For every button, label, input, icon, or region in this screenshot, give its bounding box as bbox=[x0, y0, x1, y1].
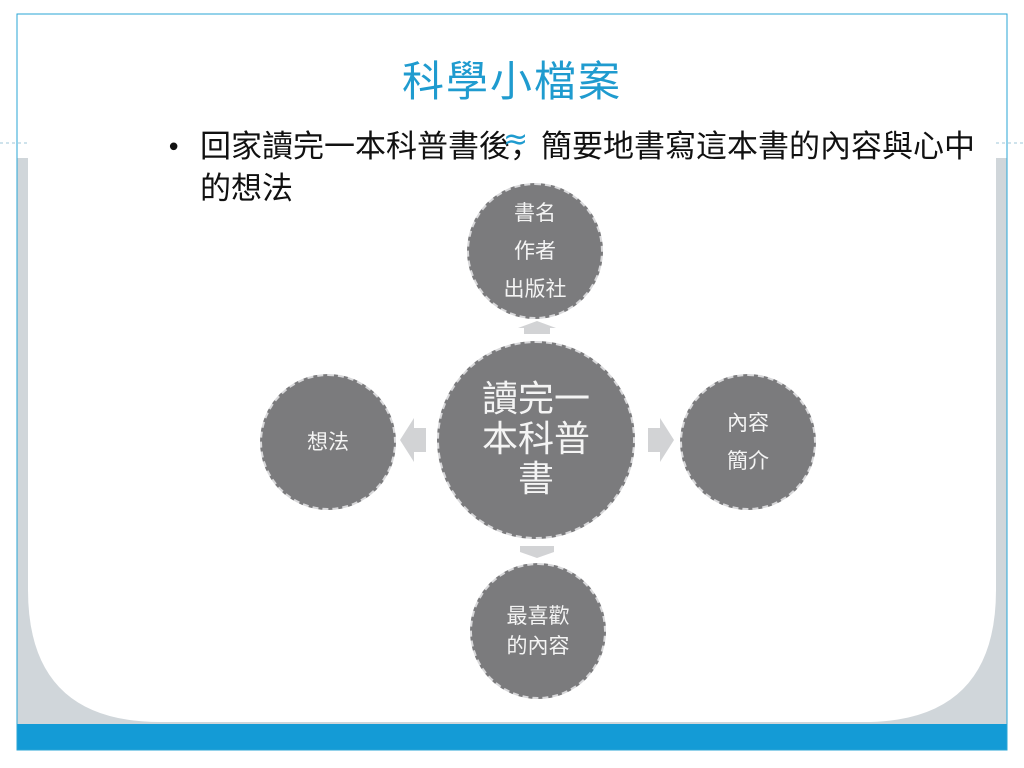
arrow-right bbox=[648, 418, 674, 462]
decor-swirl-icon: ≈ bbox=[503, 122, 529, 157]
slide-frame bbox=[16, 13, 1008, 751]
bullet-item: • 回家讀完一本科普書後，簡要地書寫這本書的內容與心中的想法 bbox=[166, 126, 996, 210]
node-bottom-label: 最喜歡 的內容 bbox=[506, 604, 570, 658]
node-left: 想法 bbox=[260, 374, 396, 510]
slide-title: 科學小檔案 bbox=[401, 57, 622, 106]
node-center-label: 讀完一 本科普 書 bbox=[481, 379, 590, 500]
footer-bar bbox=[17, 724, 1007, 750]
node-center: 讀完一 本科普 書 bbox=[437, 341, 635, 539]
node-top-label: 書名 作者 出版社 bbox=[503, 201, 567, 301]
node-bottom: 最喜歡 的內容 bbox=[470, 563, 606, 699]
node-right: 內容 簡介 bbox=[680, 374, 816, 510]
node-left-label: 想法 bbox=[307, 430, 349, 454]
node-right-label: 內容 簡介 bbox=[727, 411, 769, 473]
arrow-up bbox=[518, 321, 556, 334]
arrow-down bbox=[520, 546, 554, 558]
node-top: 書名 作者 出版社 bbox=[467, 183, 603, 319]
bullet-text: 回家讀完一本科普書後，簡要地書寫這本書的內容與心中的想法 bbox=[200, 129, 975, 207]
arrow-left bbox=[400, 418, 426, 462]
bullet-dot-icon: • bbox=[166, 133, 182, 163]
